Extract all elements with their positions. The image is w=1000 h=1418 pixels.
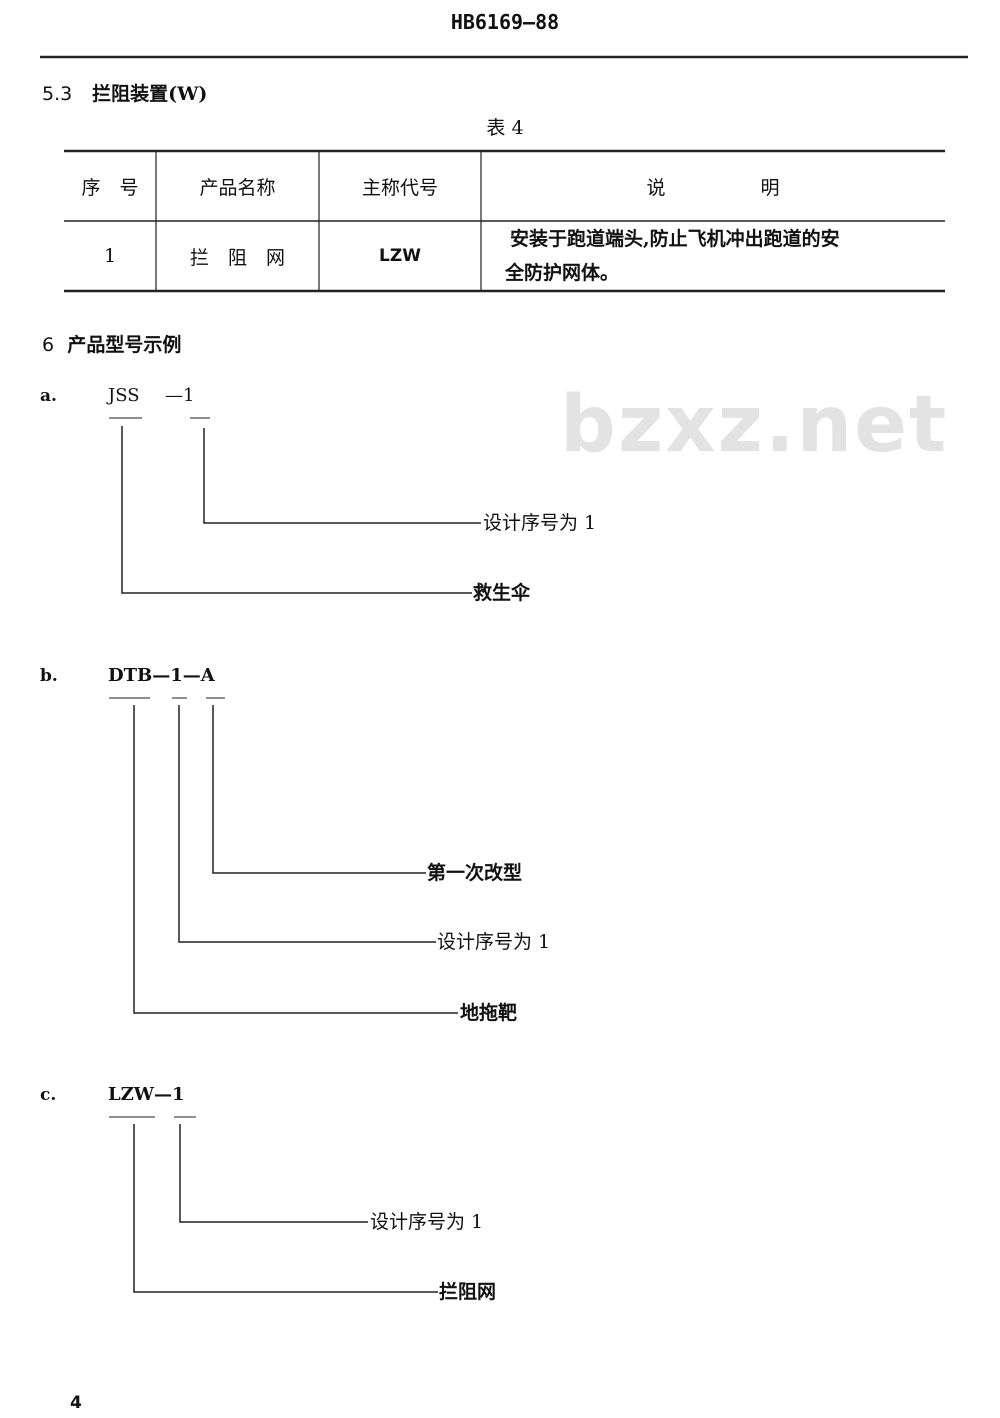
example-c-model: LZW—1 — [108, 1084, 185, 1105]
col-header-code: 主称代号 — [361, 176, 438, 199]
example-b-label: b. — [40, 666, 58, 686]
example-a-desc2: 救生伞 — [473, 582, 531, 604]
section-number: 6 — [42, 334, 55, 356]
section-title: 拦阻装置(W) — [92, 83, 208, 105]
example-c-label: c. — [40, 1085, 57, 1105]
section-title: 产品型号示例 — [67, 334, 182, 356]
example-c-desc2: 拦阻网 — [439, 1281, 497, 1303]
section-6-heading: 6 产品型号示例 — [42, 334, 181, 356]
leader-c-2 — [133, 1124, 438, 1293]
cell-desc-line2: 全防护网体。 — [505, 262, 620, 284]
example-b-model: DTB—1—A — [108, 665, 215, 686]
leader-b-2 — [178, 705, 436, 943]
example-a-desc1: 设计序号为 1 — [483, 512, 597, 534]
cell-code: LZW — [379, 246, 421, 266]
example-b-desc1: 第一次改型 — [427, 862, 523, 884]
example-a-part2: —1 — [165, 385, 195, 406]
leader-b-1 — [212, 705, 426, 874]
section-number: 5.3 — [42, 83, 73, 105]
leader-b-3 — [133, 705, 458, 1014]
page-number: 4 — [70, 1393, 82, 1413]
col-header-name: 产品名称 — [199, 176, 276, 199]
col-header-no: 序 号 — [81, 176, 139, 199]
example-a-label: a. — [40, 386, 57, 406]
table-caption: 表 4 — [486, 117, 524, 139]
leader-a-1 — [203, 428, 481, 524]
cell-desc-line1: 安装于跑道端头,防止飞机冲出跑道的安 — [510, 228, 840, 250]
example-b-desc2: 设计序号为 1 — [437, 931, 551, 953]
cell-no: 1 — [103, 245, 117, 267]
leader-a-2 — [121, 426, 472, 594]
col-header-desc: 说 明 — [646, 176, 780, 199]
section-5-3-heading: 5.3 拦阻装置(W) — [42, 83, 207, 105]
cell-name: 拦 阻 网 — [189, 246, 285, 269]
watermark: bzxz.net — [560, 380, 949, 470]
example-b-desc3: 地拖靶 — [460, 1002, 518, 1024]
example-a-part1: JSS — [108, 385, 140, 406]
leader-c-1 — [179, 1124, 368, 1223]
document-code: HB6169—88 — [450, 10, 560, 34]
example-c-desc1: 设计序号为 1 — [370, 1211, 484, 1233]
